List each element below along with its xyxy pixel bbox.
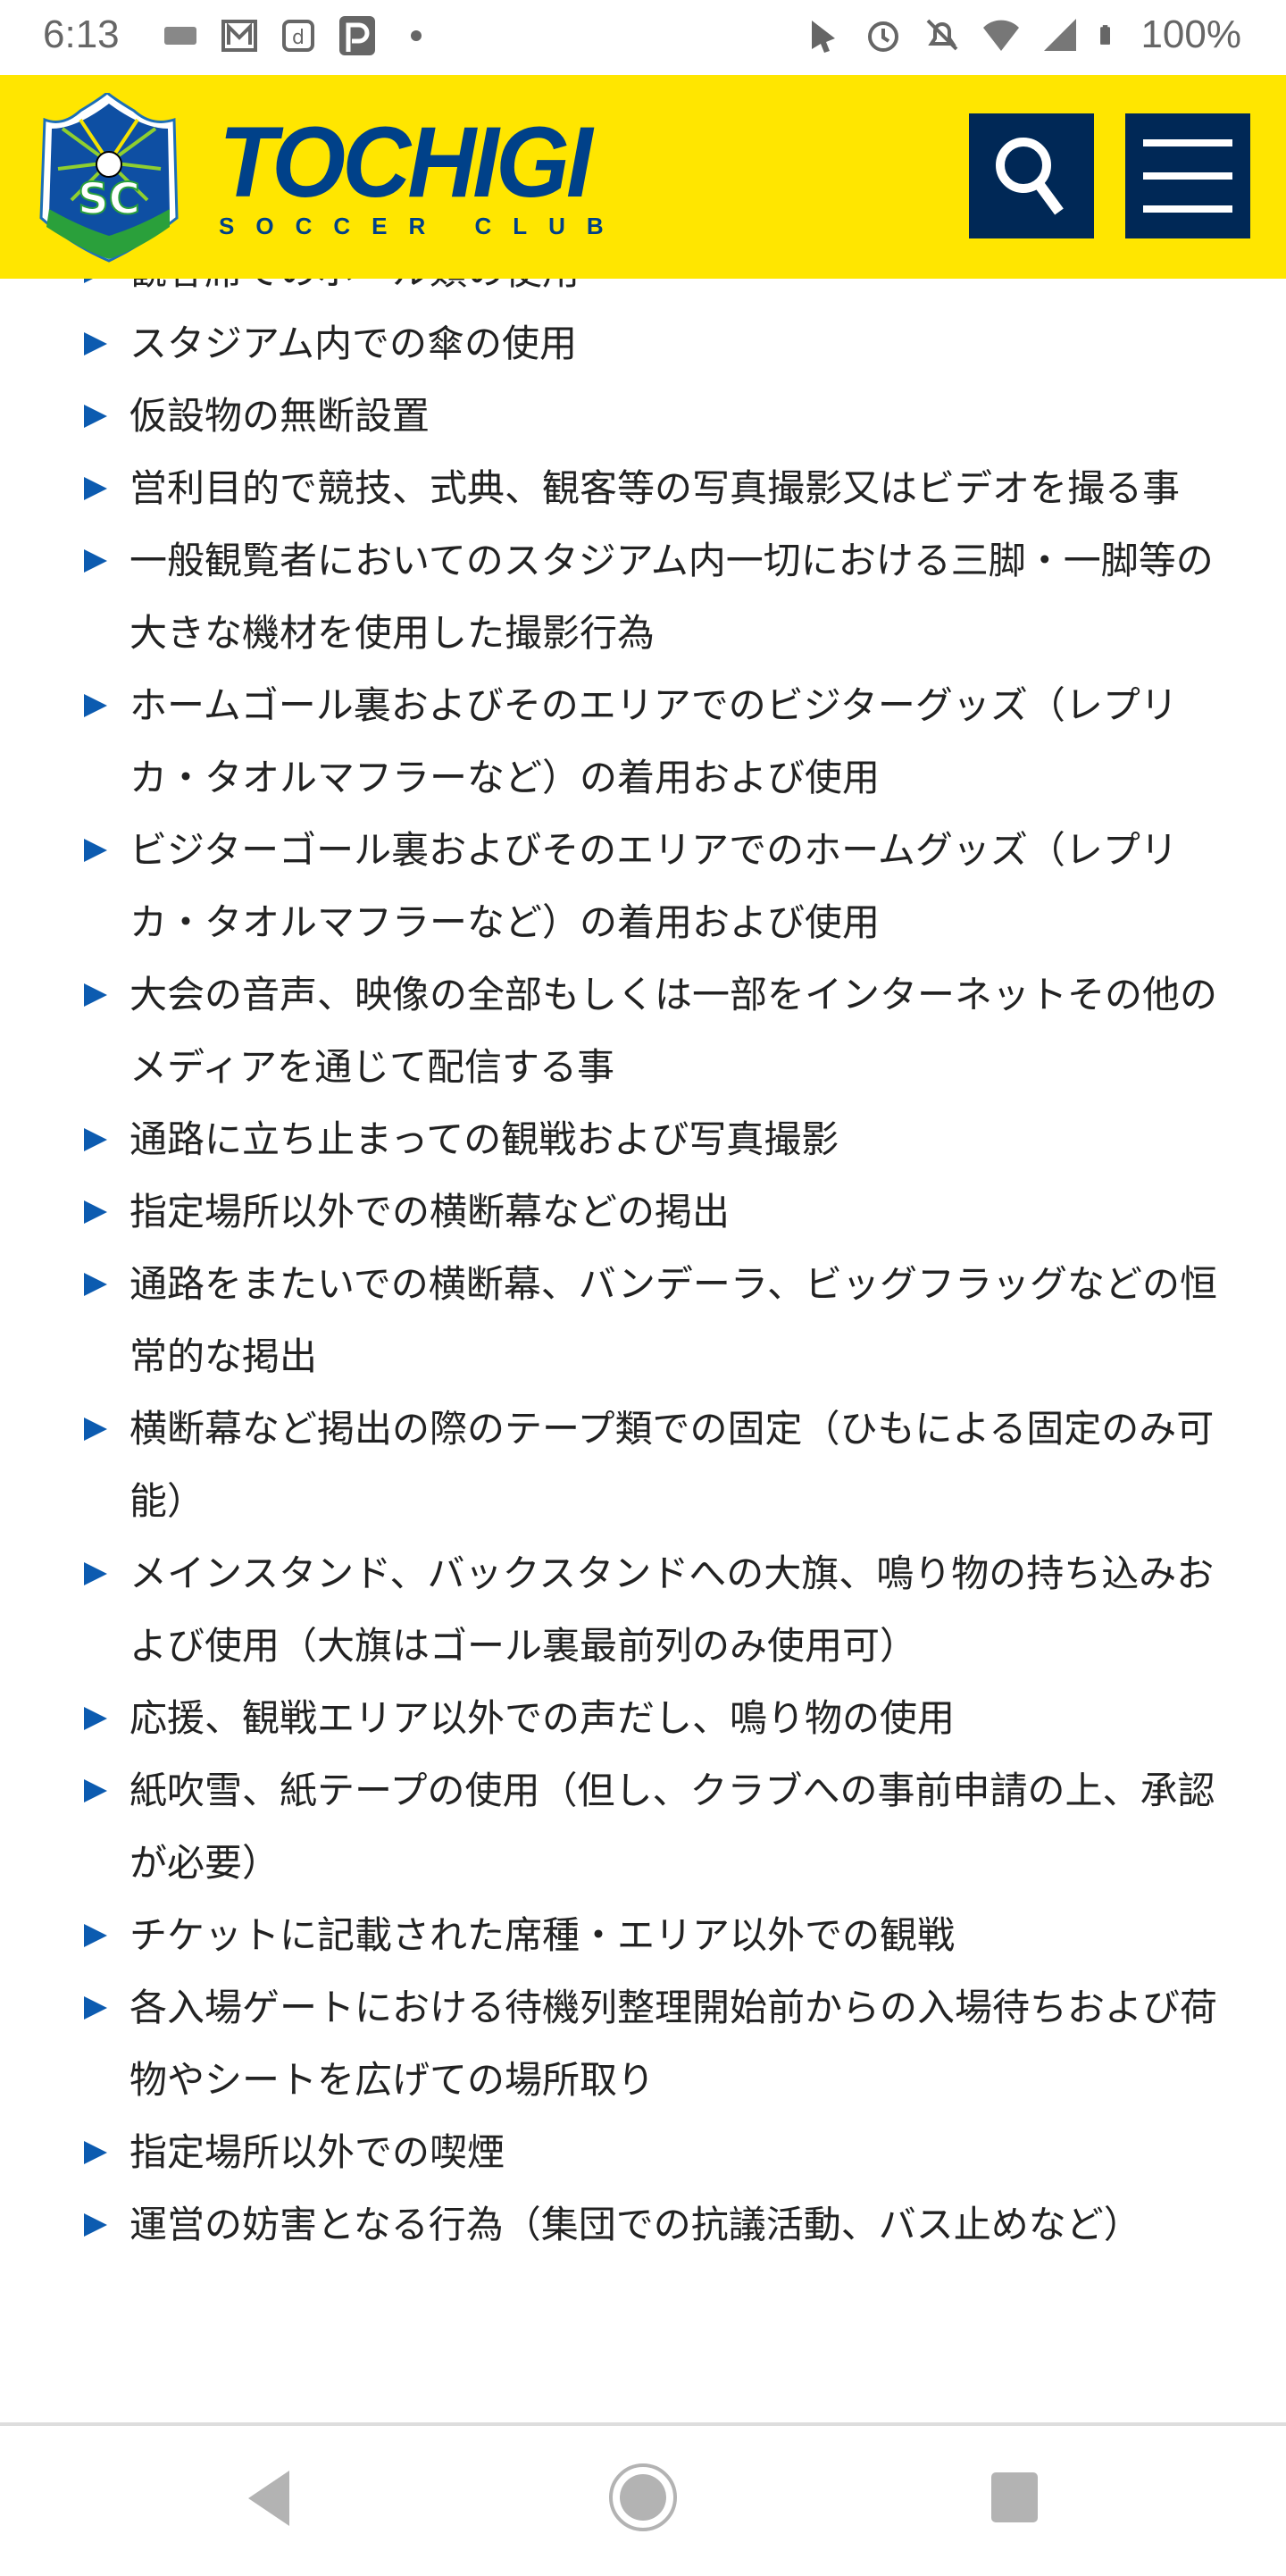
list-item-text: 運営の妨害となる行為（集団での抗議活動、バス止めなど）: [129, 2203, 1141, 2246]
list-item-text: 指定場所以外での喫煙: [129, 2130, 505, 2174]
svg-text:SC: SC: [78, 174, 140, 224]
list-item-text: 一般観覧者においてのスタジアム内一切における三脚・一脚等の大きな機材を使用した撮…: [129, 539, 1214, 655]
bullet-triangle-icon: [84, 1273, 107, 1296]
bullet-triangle-icon: [84, 1779, 107, 1802]
list-item-text: 仮設物の無断設置: [129, 394, 430, 438]
menu-button[interactable]: [1125, 113, 1250, 238]
docomo-icon: d: [282, 20, 314, 52]
list-item: 紙吹雪、紙テープの使用（但し、クラブへの事前申請の上、承認が必要）: [0, 1754, 1286, 1899]
bullet-triangle-icon: [84, 1924, 107, 1947]
list-item-text: 通路をまたいでの横断幕、バンデーラ、ビッグフラッグなどの恒常的な掲出: [129, 1262, 1218, 1378]
status-bar: 6:13 d 100%: [0, 0, 1286, 75]
list-item: 通路に立ち止まっての観戦および写真撮影: [0, 1103, 1286, 1175]
list-item: ビジターゴール裏およびそのエリアでのホームグッズ（レプリカ・タオルマフラーなど）…: [0, 814, 1286, 958]
alarm-icon: [868, 21, 899, 52]
search-icon: [996, 138, 1064, 215]
battery-percent: 100%: [1140, 13, 1241, 56]
bullet-triangle-icon: [84, 405, 107, 428]
list-item-text: 応援、観戦エリア以外での声だし、鳴り物の使用: [129, 1696, 956, 1740]
list-item: 通路をまたいでの横断幕、バンデーラ、ビッグフラッグなどの恒常的な掲出: [0, 1248, 1286, 1393]
list-item: 営利目的で競技、式典、観客等の写真撮影又はビデオを撮る事: [0, 452, 1286, 524]
bullet-triangle-icon: [84, 1996, 107, 2020]
list-item-text: チケットに記載された席種・エリア以外での観戦: [129, 1913, 956, 1957]
wifi-icon: [983, 20, 1020, 51]
bullet-triangle-icon: [84, 549, 107, 573]
list-item-text: 指定場所以外での横断幕などの掲出: [129, 1190, 731, 1234]
list-item: 各入場ゲートにおける待機列整理開始前からの入場待ちおよび荷物やシートを広げての場…: [0, 1971, 1286, 2116]
bullet-triangle-icon: [84, 1562, 107, 1585]
search-button[interactable]: [969, 113, 1094, 238]
recents-icon[interactable]: [990, 2471, 1040, 2524]
sportsnavi-icon: [164, 27, 196, 45]
list-item-text: スタジアム内での傘の使用: [129, 322, 578, 365]
hamburger-menu-icon: [1143, 139, 1232, 213]
bullet-triangle-icon: [84, 332, 107, 355]
list-item-text: 通路に立ち止まっての観戦および写真撮影: [129, 1117, 839, 1161]
list-item: チケットに記載された席種・エリア以外での観戦: [0, 1899, 1286, 1971]
list-item-text: メインスタンド、バックスタンドへの大旗、鳴り物の持ち込みおよび使用（大旗はゴール…: [129, 1551, 1215, 1668]
paypay-icon: [339, 16, 375, 55]
bullet-triangle-icon: [84, 983, 107, 1007]
brand-title: TOCHIGI: [219, 106, 593, 218]
list-item-text: ビジターゴール裏およびそのエリアでのホームグッズ（レプリカ・タオルマフラーなど）…: [129, 828, 1178, 944]
signal-icon: [1044, 19, 1077, 51]
bullet-triangle-icon: [84, 1128, 107, 1151]
dot-icon: [411, 30, 422, 41]
home-icon[interactable]: [607, 2462, 679, 2533]
list-item: 横断幕など掲出の際のテープ類での固定（ひもによる固定のみ可能）: [0, 1393, 1286, 1537]
list-item: 大会の音声、映像の全部もしくは一部をインターネットその他のメディアを通じて配信す…: [0, 958, 1286, 1103]
bullet-triangle-icon: [84, 2213, 107, 2237]
svg-text:d: d: [292, 27, 305, 49]
back-icon[interactable]: [243, 2467, 296, 2530]
list-item: スタジアム内での傘の使用: [0, 307, 1286, 380]
list-item: 仮設物の無断設置: [0, 380, 1286, 452]
bullet-triangle-icon: [84, 1418, 107, 1441]
bullet-triangle-icon: [84, 2141, 107, 2164]
bullet-triangle-icon: [84, 477, 107, 500]
gesture-icon: [812, 21, 836, 53]
list-item-text: 大会の音声、映像の全部もしくは一部をインターネットその他のメディアを通じて配信す…: [129, 973, 1218, 1089]
list-item: 応援、観戦エリア以外での声だし、鳴り物の使用: [0, 1682, 1286, 1754]
battery-icon: [1100, 25, 1111, 45]
gmail-icon: [221, 20, 257, 52]
list-item-text: 紙吹雪、紙テープの使用（但し、クラブへの事前申請の上、承認が必要）: [129, 1769, 1215, 1885]
list-item: 指定場所以外での喫煙: [0, 2116, 1286, 2188]
list-item-text: ホームゴール裏およびそのエリアでのビジターグッズ（レプリカ・タオルマフラーなど）…: [129, 683, 1178, 799]
status-time: 6:13: [43, 13, 120, 56]
brand-subtitle: SOCCER CLUB: [219, 213, 625, 239]
list-item: メインスタンド、バックスタンドへの大旗、鳴り物の持ち込みおよび使用（大旗はゴール…: [0, 1537, 1286, 1682]
list-item: ホームゴール裏およびそのエリアでのビジターグッズ（レプリカ・タオルマフラーなど）…: [0, 669, 1286, 814]
list-item: 一般観覧者においてのスタジアム内一切における三脚・一脚等の大きな機材を使用した撮…: [0, 524, 1286, 669]
list-item-text: 営利目的で競技、式典、観客等の写真撮影又はビデオを撮る事: [129, 466, 1181, 510]
android-nav-bar: [0, 2422, 1286, 2576]
list-item: 指定場所以外での横断幕などの掲出: [0, 1175, 1286, 1248]
bullet-triangle-icon: [84, 839, 107, 862]
club-crest-logo[interactable]: SC: [36, 93, 183, 263]
list-item-text: 各入場ゲートにおける待機列整理開始前からの入場待ちおよび荷物やシートを広げての場…: [129, 1986, 1218, 2102]
bullet-triangle-icon: [84, 694, 107, 717]
bullet-triangle-icon: [84, 1200, 107, 1224]
notifications-off-icon: [927, 19, 958, 51]
list-item-text: 横断幕など掲出の際のテープ類での固定（ひもによる固定のみ可能）: [129, 1407, 1215, 1523]
list-item: 運営の妨害となる行為（集団での抗議活動、バス止めなど）: [0, 2188, 1286, 2261]
prohibited-items-list: 観客席でのボール類の使用スタジアム内での傘の使用仮設物の無断設置営利目的で競技、…: [0, 235, 1286, 2261]
bullet-triangle-icon: [84, 1707, 107, 1730]
site-header: SC TOCHIGI SOCCER CLUB: [0, 75, 1286, 279]
brand-wordmark[interactable]: TOCHIGI SOCCER CLUB: [219, 106, 625, 240]
